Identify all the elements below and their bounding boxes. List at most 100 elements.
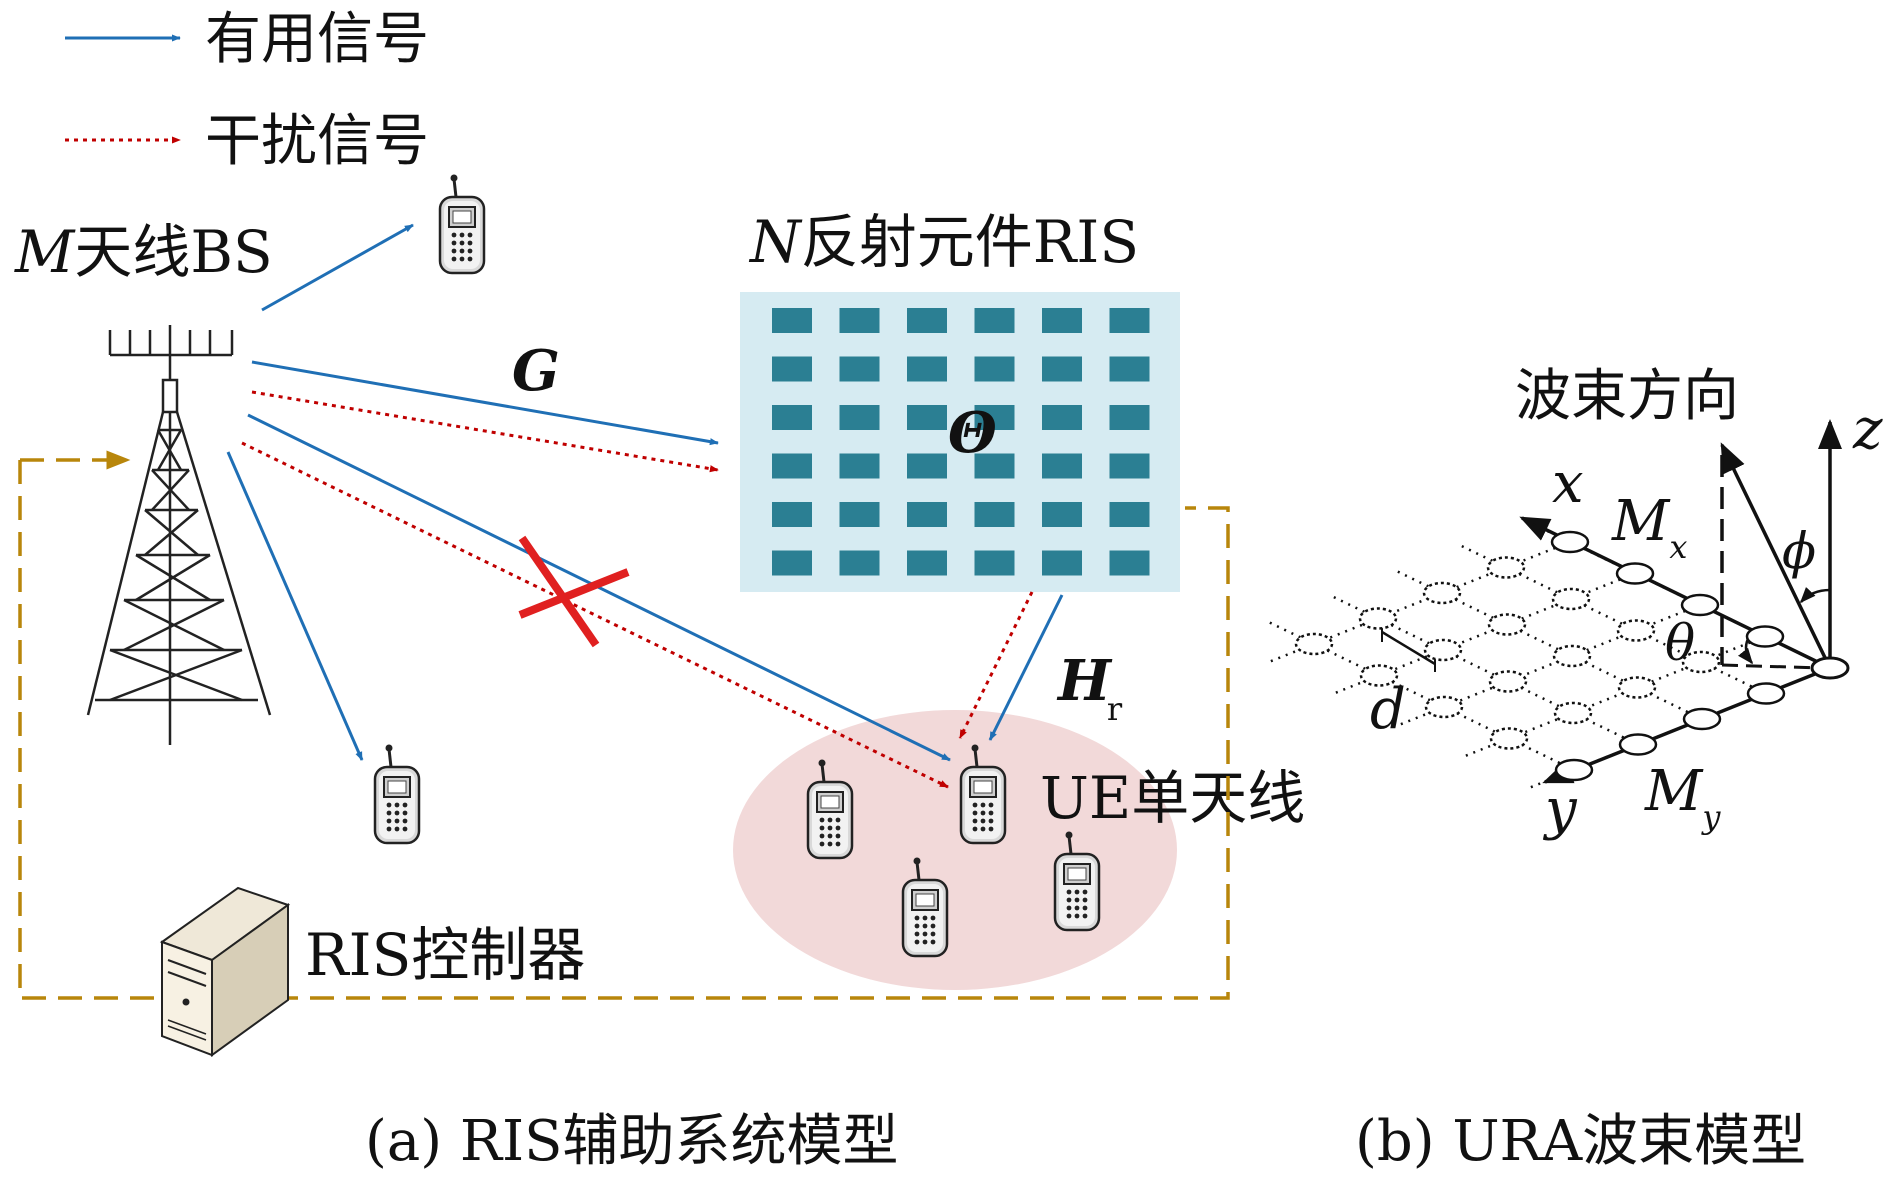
ura-grid-line [1528, 666, 1831, 790]
ris-element [772, 502, 812, 527]
ura-antenna-element [1359, 664, 1399, 687]
y-axis-label: y [1542, 777, 1578, 842]
G-channel-label: G [512, 338, 560, 404]
ris-element [907, 502, 947, 527]
ura-antenna-element [1682, 707, 1722, 731]
My-label: My [1644, 759, 1721, 836]
ue-label: UE单天线 [1040, 764, 1305, 832]
ura-origin-element [1810, 656, 1850, 680]
ris-element [1109, 550, 1150, 576]
bs-tower-icon [86, 325, 272, 745]
ris-element [1042, 405, 1082, 430]
ris-element [839, 405, 880, 430]
bs-label: M天线BS [14, 218, 273, 286]
control-links [18, 450, 1230, 1000]
phi-label: ϕ [1782, 522, 1816, 580]
caption-b: (b) URA波束模型 [1355, 1109, 1806, 1174]
beam-projection-ground [1721, 663, 1823, 670]
ura-antenna-element [1618, 733, 1658, 756]
ura-antenna-element [1358, 607, 1398, 630]
ura-antenna-element [1615, 562, 1655, 585]
ura-antenna-element [1487, 613, 1527, 636]
legend-interference-label: 干扰信号 [205, 109, 429, 174]
useful-link-top-ue [261, 223, 414, 312]
interference-link-ris [251, 390, 719, 473]
useful-link-G [251, 360, 719, 446]
ris-element [772, 550, 812, 576]
ris-element [1109, 405, 1150, 430]
ura-antenna-element [1746, 682, 1786, 705]
d-label: d [1370, 677, 1406, 742]
theta-label: θ [1665, 614, 1695, 672]
ura-antenna-element [1680, 593, 1720, 617]
ris-element [839, 550, 880, 576]
ris-element [1042, 550, 1082, 576]
ris-element [772, 308, 812, 333]
ura-antenna-element [1424, 695, 1464, 719]
ris-element [1042, 502, 1082, 527]
ris-element [839, 453, 880, 479]
ris-element [974, 502, 1015, 527]
ura-antenna-element [1550, 530, 1590, 554]
interference-link-Hr [958, 591, 1034, 739]
ura-antenna-element [1422, 581, 1462, 605]
ura-elements [1294, 530, 1850, 782]
spacing-d-bracket [1381, 630, 1436, 666]
ura-antenna-element [1423, 638, 1463, 662]
phone-icon-top [438, 173, 486, 275]
ris-element [772, 453, 812, 479]
beam-direction-label: 波束方向 [1515, 364, 1739, 429]
ris-controller-label: RIS控制器 [305, 921, 585, 989]
ura-grid-line [1268, 540, 1571, 664]
ris-element [772, 405, 812, 430]
ris-element [974, 550, 1015, 576]
ris-elements [772, 308, 1150, 576]
ue-area [733, 710, 1177, 990]
ura-grid-line [1398, 603, 1701, 727]
theta-matrix-label: Θ [948, 400, 997, 466]
ura-antenna-element [1553, 701, 1593, 725]
ura-antenna-element [1488, 670, 1528, 693]
phi-angle-arc [1799, 587, 1831, 604]
ris-element [974, 453, 1015, 479]
ura-antenna-element [1745, 625, 1785, 648]
ris-element [907, 550, 947, 576]
useful-link-Hr [988, 594, 1064, 741]
ris-element [907, 405, 947, 430]
x-axis-label: x [1552, 451, 1584, 516]
ris-controller-server-icon [159, 886, 291, 1057]
ris-element [974, 356, 1015, 382]
signal-links [226, 223, 1064, 789]
Hr-channel-label: Hr [1056, 648, 1123, 728]
blocked-link-cross-icon [518, 535, 630, 648]
legend: 有用信号 干扰信号 [65, 7, 429, 174]
ura-antenna-element [1617, 676, 1657, 699]
useful-link-left-ue [226, 451, 364, 761]
ris-element [907, 453, 947, 479]
ris-element [907, 308, 947, 333]
ris-element [839, 502, 880, 527]
ris-element [1109, 453, 1150, 479]
ris-element [1042, 308, 1082, 333]
ris-element [1042, 356, 1082, 382]
caption-a: (a) RIS辅助系统模型 [365, 1109, 899, 1174]
beam-direction-arrow [1720, 442, 1832, 669]
phone-icon-left [373, 743, 421, 845]
ris-element [974, 405, 1015, 430]
ura-grid-line [1333, 572, 1636, 695]
ura-grid-line [1463, 635, 1766, 758]
ris-panel [740, 292, 1180, 592]
ura-antenna-element [1294, 632, 1334, 656]
spacing-d-tick [1381, 628, 1436, 672]
ura-antenna-element [1551, 587, 1591, 611]
ris-element [1109, 356, 1150, 382]
legend-useful-label: 有用信号 [205, 7, 429, 72]
ris-panel-background [740, 292, 1180, 592]
Mx-label: Mx [1611, 489, 1687, 566]
ura-antenna-element [1552, 644, 1592, 668]
ura-antenna-element [1489, 727, 1529, 750]
ris-element [1109, 308, 1150, 333]
ura-antenna-element [1554, 758, 1594, 782]
ura-antenna-element [1681, 650, 1721, 674]
